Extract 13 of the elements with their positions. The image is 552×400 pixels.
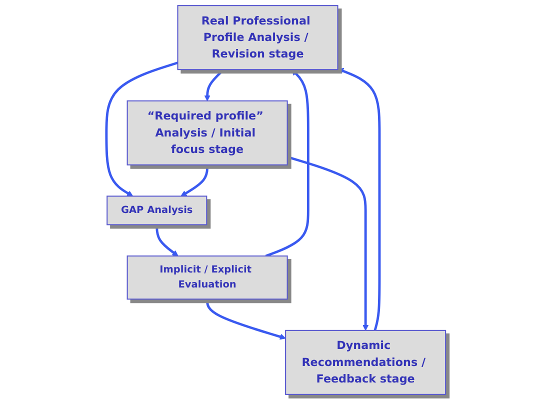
arrow (265, 69, 310, 258)
arrow (286, 156, 369, 331)
node-box: GAP Analysis (106, 196, 208, 226)
arrow (204, 68, 225, 102)
arrow (105, 62, 178, 196)
node-box: Implicit / Explicit Evaluation (126, 255, 288, 300)
node-box: Dynamic Recommendations / Feedback stage (285, 330, 446, 395)
node-box: “Required profile” Analysis / Initial focus stage (126, 100, 288, 166)
arrow (180, 164, 209, 196)
arrow (206, 299, 286, 340)
node-box: Real Professional Profile Analysis / Revision stage (177, 5, 338, 70)
arrow (156, 224, 178, 256)
arrow (337, 68, 381, 331)
